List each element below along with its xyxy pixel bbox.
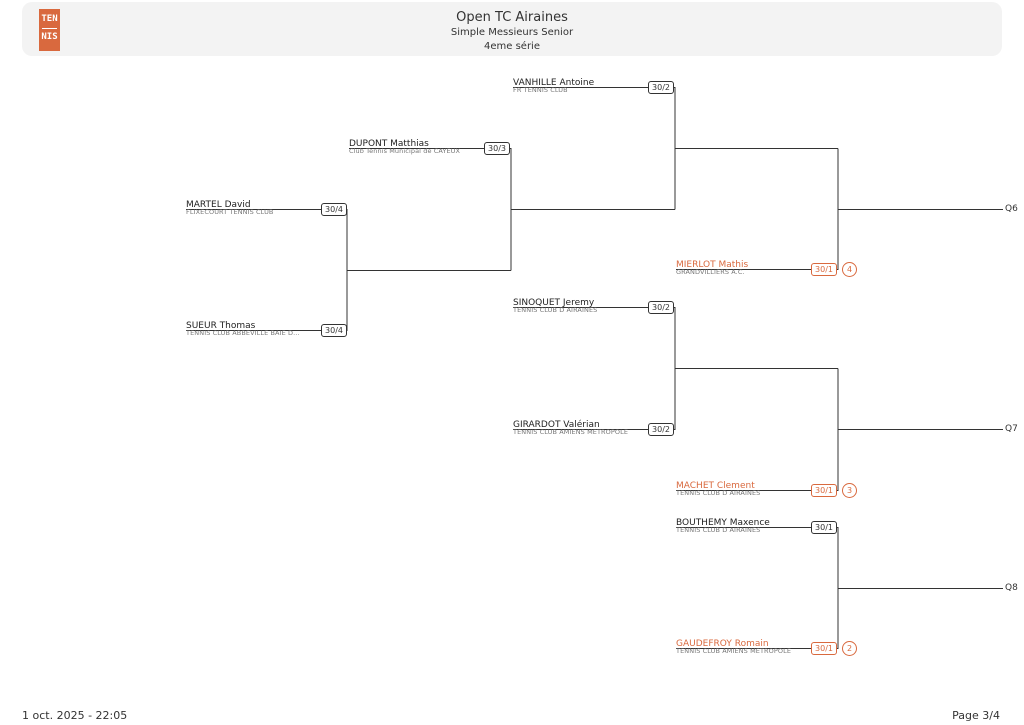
bracket-line-machet xyxy=(676,429,839,491)
print-datetime: 1 oct. 2025 - 22:05 xyxy=(22,709,128,722)
seed-badge: 2 xyxy=(842,641,857,656)
logo-text-bottom: NIS xyxy=(41,32,58,42)
bracket-line-bouthemy xyxy=(676,527,839,589)
player-club: Club Tennis Municipal de CAYEUX xyxy=(349,147,461,155)
page-number: Page 3/4 xyxy=(952,709,1000,722)
bracket-line-sueur xyxy=(186,270,348,331)
qualifier-label-q8: Q8 xyxy=(1005,583,1018,593)
bracket-line-gaudefroy xyxy=(676,588,839,649)
ranking-badge: 30/2 xyxy=(648,81,674,94)
ranking-badge: 30/1 xyxy=(811,521,837,534)
bracket-line-girardot xyxy=(513,368,676,430)
qualifier-label-q6: Q6 xyxy=(1005,204,1018,214)
ranking-badge: 30/2 xyxy=(648,301,674,314)
ranking-badge: 30/4 xyxy=(321,324,347,337)
player-club: TENNIS CLUB AMIENS METROPOLE xyxy=(676,647,792,655)
draw-series: 4eme série xyxy=(484,41,540,52)
player-name: GIRARDOT Valérian xyxy=(513,420,600,430)
player-club: TENNIS CLUB AMIENS METROPOLE xyxy=(513,428,629,436)
bracket-line-vanhille xyxy=(513,87,676,149)
draw-subtitle: Simple Messieurs Senior xyxy=(450,27,574,38)
ranking-badge: 30/1 xyxy=(811,484,837,497)
ranking-badge: 30/3 xyxy=(484,142,510,155)
header-banner xyxy=(22,2,1002,56)
player-name: MACHET Clement xyxy=(676,481,755,491)
player-club: TENNIS CLUB ABBEVILLE BAIE D... xyxy=(186,329,300,337)
bracket-line-dupont xyxy=(349,148,512,210)
player-club: TENNIS CLUB D AIRAINES xyxy=(513,306,598,314)
tournament-title: Open TC Airaines xyxy=(456,10,568,25)
player-name: SINOQUET Jeremy xyxy=(513,298,595,308)
ranking-badge: 30/2 xyxy=(648,423,674,436)
player-name: BOUTHEMY Maxence xyxy=(676,518,770,528)
player-name: MARTEL David xyxy=(186,200,251,210)
tennis-logo: TEN NIS xyxy=(39,9,60,51)
player-club: GRANDVILLIERS A.C. xyxy=(676,268,745,276)
player-club: FLIXECOURT TENNIS CLUB xyxy=(186,208,274,216)
player-name: DUPONT Matthias xyxy=(349,139,429,149)
player-club: FR TENNIS CLUB xyxy=(513,86,568,94)
seed-badge: 3 xyxy=(842,483,857,498)
player-name: GAUDEFROY Romain xyxy=(676,639,769,649)
player-name: SUEUR Thomas xyxy=(186,321,256,331)
player-name: VANHILLE Antoine xyxy=(513,78,595,88)
player-club: TENNIS CLUB D AIRAINES xyxy=(676,526,761,534)
ranking-badge: 30/1 xyxy=(811,642,837,655)
ranking-badge: 30/1 xyxy=(811,263,837,276)
logo-divider xyxy=(42,28,57,29)
ranking-badge: 30/4 xyxy=(321,203,347,216)
bracket-line-martel xyxy=(186,209,348,271)
bracket-line-mierlot xyxy=(676,209,839,270)
logo-text-top: TEN xyxy=(41,14,58,24)
bracket-line-sinoquet xyxy=(513,307,676,369)
qualifier-label-q7: Q7 xyxy=(1005,424,1018,434)
seed-badge: 4 xyxy=(842,262,857,277)
player-club: TENNIS CLUB D AIRAINES xyxy=(676,489,761,497)
player-name: MIERLOT Mathis xyxy=(676,260,749,270)
